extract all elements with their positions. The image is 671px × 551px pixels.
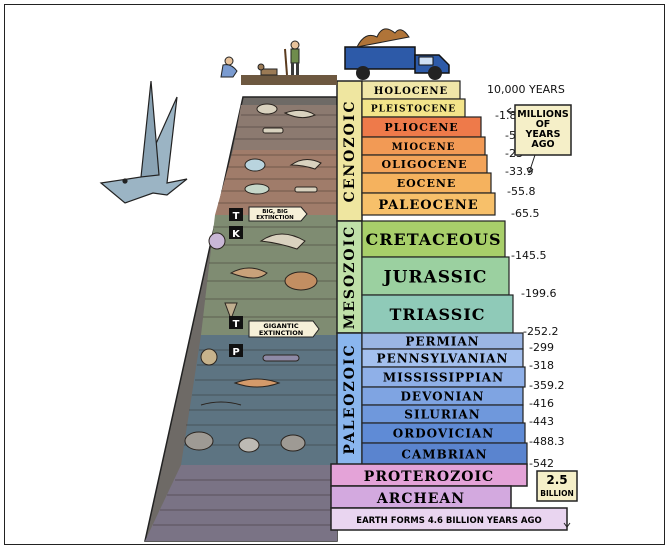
dog-icon [258, 64, 277, 75]
geologic-column-illustration: T K BIG, BIGEXTINCTION T P GIGANTICEXTIN… [4, 4, 665, 545]
period-label-holocene: HOLOCENE [374, 86, 448, 97]
standing-person-icon [285, 41, 299, 75]
earth-forms-label: EARTH FORMS 4.6 BILLION YEARS AGO [356, 516, 541, 526]
arrow-down-icon [527, 155, 535, 173]
age-label-cretaceous: -145.5 [511, 249, 546, 262]
cenozoic-era-label: CENOZOIC [342, 100, 358, 203]
period-label-cretaceous: CRETACEOUS [365, 230, 501, 249]
kt-t-label: T [233, 211, 240, 222]
period-label-permian: PERMIAN [405, 335, 479, 349]
bone-fossil-icon [263, 128, 283, 133]
age-label-ordovician: -488.3 [529, 435, 564, 448]
column-diagram: T K BIG, BIGEXTINCTION T P GIGANTICEXTIN… [5, 5, 665, 545]
ammonite-fossil-icon [209, 233, 225, 249]
bone-fossil-icon [295, 187, 317, 192]
age-label-triassic: -252.2 [523, 325, 558, 338]
kt-k-label: K [232, 229, 241, 240]
ammonite-fossil-icon [201, 349, 217, 365]
ground-top [241, 75, 337, 85]
period-label-mississippian: MISSISSIPPIAN [383, 371, 504, 385]
pt-p-label: P [232, 347, 239, 358]
period-label-pleistocene: PLEISTOCENE [371, 104, 456, 114]
age-label-pennsylvanian: -318 [529, 359, 554, 372]
trilobite-fossil-icon [185, 432, 213, 450]
fossil-icon [245, 159, 265, 171]
age-label-paleocene: -65.5 [511, 207, 539, 220]
billion-unit: BILLION [540, 489, 574, 498]
pt-t-label: T [233, 319, 240, 330]
billion-box: 2.5 BILLION [537, 471, 577, 501]
age-label-pleistocene: -1.8 [495, 109, 516, 122]
age-label-permian: -299 [529, 341, 554, 354]
period-label-miocene: MIOCENE [392, 142, 456, 153]
pterodactyl-icon [101, 81, 187, 203]
billion-value: 2.5 [546, 473, 567, 487]
period-label-jurassic: JURASSIC [382, 267, 488, 287]
gigantic-extinction-label: GIGANTICEXTINCTION [259, 322, 303, 337]
period-label-pliocene: PLIOCENE [384, 121, 458, 134]
period-label-ordovician: ORDOVICIAN [393, 427, 494, 441]
period-label-silurian: SILURIAN [404, 408, 480, 422]
age-label-mississippian: -359.2 [529, 379, 564, 392]
period-label-pennsylvanian: PENNSYLVANIAN [377, 352, 509, 366]
kneeling-person-icon [221, 57, 237, 77]
millions-of-years-box: MILLIONSOFYEARSAGO [507, 105, 571, 173]
period-label-devonian: DEVONIAN [401, 390, 485, 404]
age-label-silurian: -443 [529, 415, 554, 428]
period-label-triassic: TRIASSIC [389, 305, 485, 324]
period-label-eocene: EOCENE [397, 177, 457, 190]
age-label-holocene: 10,000 YEARS [487, 83, 565, 96]
fish-fossil-icon [245, 184, 269, 194]
skull-fossil-icon [257, 104, 277, 114]
archean-label: ARCHEAN [376, 491, 465, 507]
proterozoic-label: PROTEROZOIC [364, 469, 494, 485]
surface-scene [221, 29, 449, 85]
shell-fossil-icon [239, 438, 259, 452]
paleozoic-era-label: PALEOZOIC [342, 343, 358, 454]
trilobite-fossil-icon [285, 272, 317, 290]
trilobite-fossil-icon [281, 435, 305, 451]
age-label-jurassic: -199.6 [521, 287, 556, 300]
age-label-devonian: -416 [529, 397, 554, 410]
pickup-truck-icon [345, 29, 449, 80]
mesozoic-era-label: MESOZOIC [342, 225, 358, 330]
period-label-oligocene: OLIGOCENE [381, 158, 467, 171]
era-bars: CENOZOIC MESOZOIC PALEOZOIC [337, 81, 362, 465]
period-label-cambrian: CAMBRIAN [401, 448, 487, 462]
age-label-eocene: -55.8 [507, 185, 535, 198]
age-label-cambrian: -542 [529, 457, 554, 470]
period-bands: HOLOCENE PLEISTOCENE PLIOCENE MIOCENE OLIGOC… [362, 81, 527, 465]
fossil-icon [263, 355, 299, 361]
period-label-paleocene: PALEOCENE [378, 198, 478, 213]
